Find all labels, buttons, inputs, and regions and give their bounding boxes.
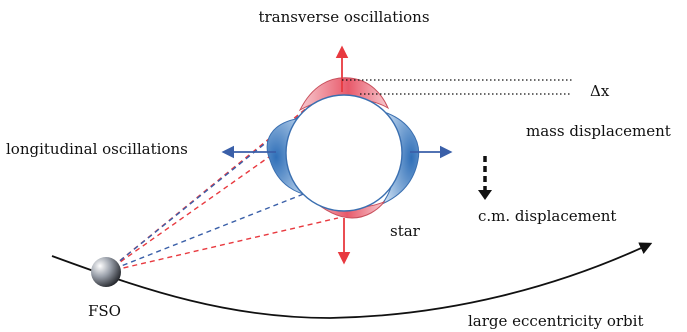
label-cm-displacement: c.m. displacement — [478, 207, 616, 225]
fso-sphere — [91, 257, 121, 287]
star-circle — [285, 94, 403, 212]
sight-line-blue-left — [105, 111, 305, 273]
star — [266, 77, 420, 219]
sight-line-red-bottom — [105, 217, 339, 273]
label-orbit: large eccentricity orbit — [468, 312, 643, 330]
label-delta-x: Δx — [590, 82, 610, 100]
cm-displacement-arrowhead — [478, 190, 492, 200]
sight-line-red-left — [105, 151, 277, 273]
orbit-curve — [51, 242, 653, 319]
label-fso: FSO — [88, 302, 121, 320]
label-transverse: transverse oscillations — [258, 8, 429, 26]
label-mass-displacement: mass displacement — [526, 122, 671, 140]
label-star: star — [390, 222, 421, 240]
label-longitudinal: longitudinal oscillations — [6, 140, 188, 158]
